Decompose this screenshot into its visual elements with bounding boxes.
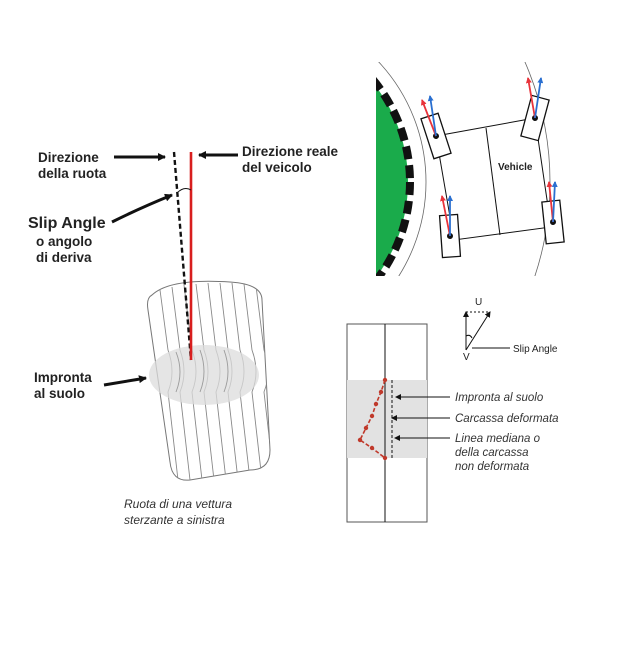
wheel-vectors — [421, 77, 558, 237]
label-vehicle-direction-2: del veicolo — [242, 160, 312, 175]
caption-line-1: Ruota di una vettura — [124, 497, 232, 511]
label-midline-2: della carcassa — [455, 447, 529, 459]
outer-arc-1 — [378, 62, 427, 276]
carcass-deformation-diagram: U V Slip Angle Impronta al suolo Carcass… — [346, 297, 559, 523]
vehicle-turning-diagram: Vehicle — [376, 62, 565, 276]
label-slip-angle-it-2: di deriva — [36, 250, 92, 265]
label-midline-3: non deformata — [455, 461, 529, 473]
label-slip-angle-small: Slip Angle — [513, 344, 558, 355]
label-slip-angle-it-1: o angolo — [36, 234, 92, 249]
arrow-footprint — [103, 375, 147, 387]
label-midline-1: Linea mediana o — [455, 433, 541, 445]
arrow-slip-angle — [111, 193, 173, 224]
deformed-carcass-points — [357, 377, 388, 461]
label-wheel-direction-1: Direzione — [38, 150, 99, 165]
label-wheel-direction-2: della ruota — [38, 166, 107, 181]
left-wheel-diagram: Direzione della ruota Direzione reale de… — [28, 144, 339, 527]
vehicle-label: Vehicle — [498, 162, 533, 173]
contact-zone — [347, 380, 427, 458]
label-u: U — [475, 297, 482, 308]
label-slip-angle: Slip Angle — [28, 215, 106, 232]
wheel-direction-line — [172, 151, 193, 361]
dashed-track — [376, 77, 414, 276]
label-footprint-1: Impronta — [34, 370, 92, 385]
caption-line-2: sterzante a sinistra — [124, 513, 225, 527]
label-v: V — [463, 352, 470, 363]
label-vehicle-direction-1: Direzione reale — [242, 144, 339, 159]
label-footprint-2: al suolo — [34, 386, 85, 401]
label-footprint-right: Impronta al suolo — [455, 392, 544, 404]
label-deformed: Carcassa deformata — [455, 413, 559, 425]
slip-angle-arc — [176, 188, 192, 194]
velocity-triangle — [463, 311, 510, 351]
